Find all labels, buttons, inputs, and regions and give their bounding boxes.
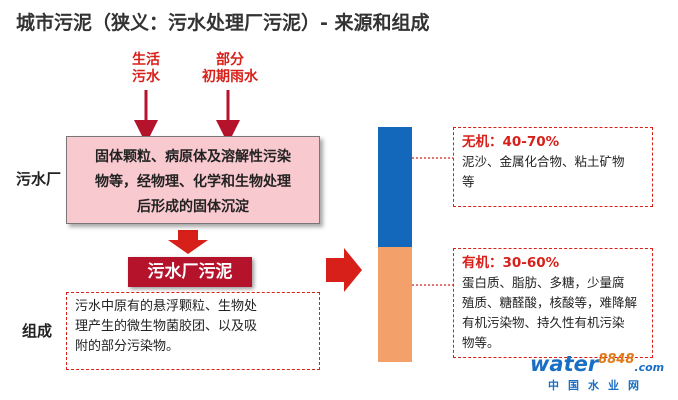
down-block-arrow — [168, 230, 208, 254]
composition-line-1: 污水中原有的悬浮颗粒、生物处 — [75, 299, 258, 314]
source-rainwater-line2: 初期雨水 — [202, 69, 258, 85]
process-line-2: 物等，经物理、化学和生物处理 — [95, 174, 291, 190]
organic-box: 有机：30-60% 蛋白质、脂肪、多糖，少量腐 殖质、糖醛酸，核酸等，难降解 有… — [453, 248, 653, 358]
watermark-part2: 8848 — [598, 352, 635, 367]
organic-line-2: 殖质、糖醛酸，核酸等，难降解 — [462, 295, 638, 310]
source-domestic-sewage: 生活 污水 — [126, 52, 166, 86]
process-line-1: 固体颗粒、病原体及溶解性污染 — [95, 149, 291, 165]
composition-box: 污水中原有的悬浮颗粒、生物处 理产生的微生物菌胶团、以及吸 附的部分污染物。 — [66, 292, 320, 370]
sludge-tag: 污水厂污泥 — [128, 257, 252, 287]
inorganic-box: 无机：40-70% 泥沙、金属化合物、粘土矿物 等 — [453, 127, 653, 207]
source-domestic-line1: 生活 — [132, 52, 160, 68]
watermark-logo: water8848.com — [530, 352, 664, 376]
inorganic-title: 无机：40-70% — [462, 134, 560, 150]
page-title: 城市污泥（狭义：污水处理厂污泥）- 来源和组成 — [16, 12, 430, 34]
right-block-arrow — [326, 248, 362, 292]
source-early-rainwater: 部分 初期雨水 — [190, 52, 270, 86]
watermark-part3: .com — [634, 361, 665, 374]
source-rainwater-line1: 部分 — [216, 52, 244, 68]
bar-segment-inorganic — [378, 127, 412, 247]
inorganic-line-2: 等 — [462, 174, 475, 189]
plant-label: 污水厂 — [16, 170, 62, 188]
organic-line-4: 物等。 — [462, 335, 500, 350]
organic-line-3: 有机污染物、持久性有机污染 — [462, 315, 625, 330]
bar-segment-organic — [378, 247, 412, 362]
source-domestic-line2: 污水 — [132, 69, 160, 85]
composition-label: 组成 — [22, 322, 53, 340]
composition-line-2: 理产生的微生物菌胶团、以及吸 — [75, 319, 258, 334]
organic-line-1: 蛋白质、脂肪、多糖，少量腐 — [462, 275, 625, 290]
process-line-3: 后形成的固体沉淀 — [137, 199, 249, 215]
watermark-cn: 中国水业网 — [548, 379, 648, 392]
process-box: 固体颗粒、病原体及溶解性污染 物等，经物理、化学和生物处理 后形成的固体沉淀 — [66, 136, 320, 224]
organic-title: 有机：30-60% — [462, 255, 560, 271]
watermark-part1: water — [530, 352, 599, 376]
inorganic-line-1: 泥沙、金属化合物、粘土矿物 — [462, 154, 625, 169]
composition-line-3: 附的部分污染物。 — [75, 339, 180, 354]
